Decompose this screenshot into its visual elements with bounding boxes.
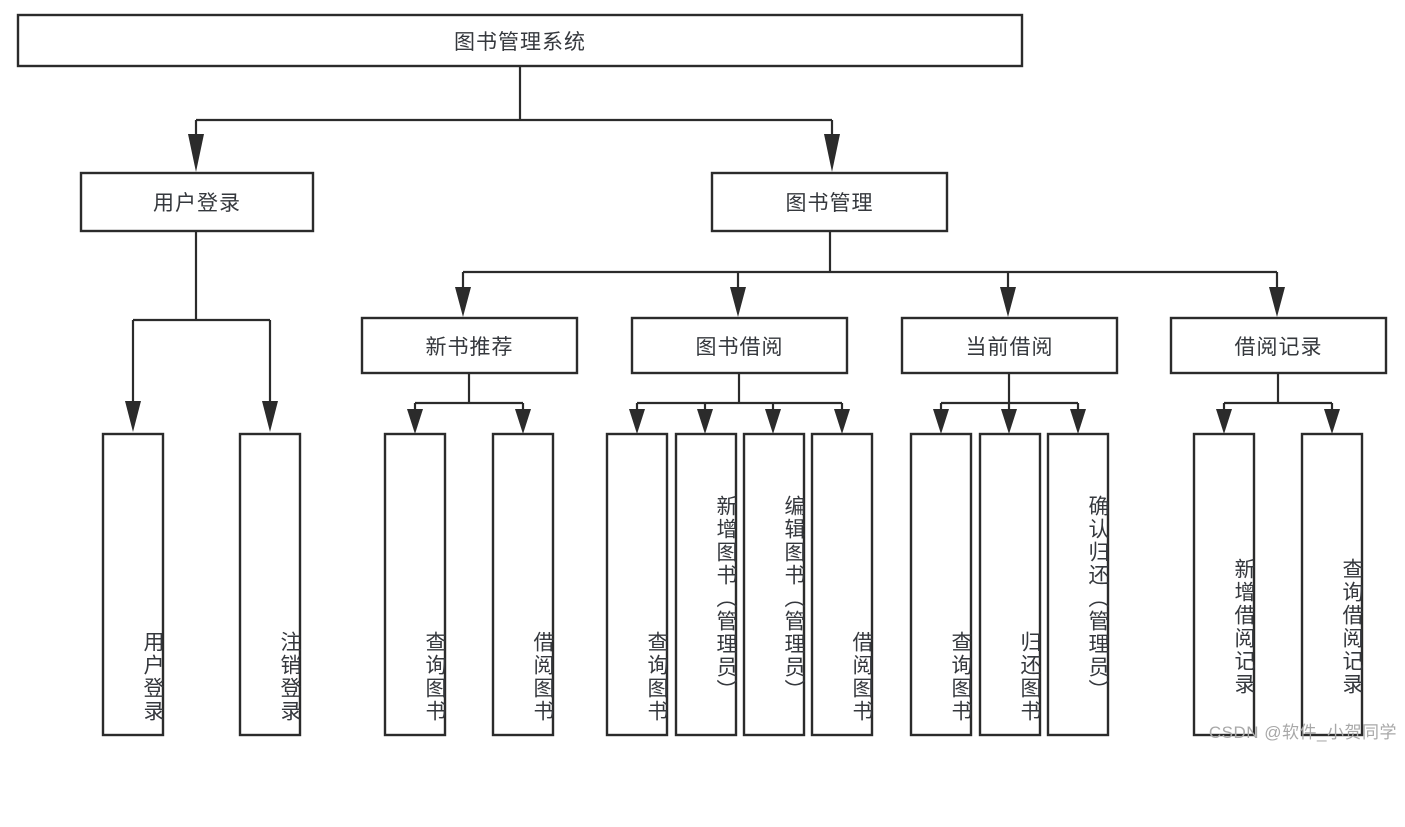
arrowhead-leaf-bookborrow-1 xyxy=(629,409,645,434)
flowchart-svg xyxy=(16,13,1388,737)
leaf-box-newbook-2[interactable] xyxy=(491,432,555,737)
leaf-box-currentborrow-3[interactable] xyxy=(1046,432,1110,737)
node-new-book-recommend-box[interactable] xyxy=(360,316,579,375)
node-root-box[interactable] xyxy=(16,13,1024,68)
arrowhead-level3-3 xyxy=(1000,287,1016,317)
arrowhead-leaf-user-login-2 xyxy=(262,401,278,432)
arrowhead-level3-4 xyxy=(1269,287,1285,317)
leaf-box-bookborrow-4[interactable] xyxy=(810,432,874,737)
leaf-box-borrowrecord-1[interactable] xyxy=(1192,432,1256,737)
node-current-borrow-box[interactable] xyxy=(900,316,1119,375)
arrowhead-leaf-currentborrow-3 xyxy=(1070,409,1086,434)
arrowhead-leaf-bookborrow-2 xyxy=(697,409,713,434)
leaf-box-bookborrow-1[interactable] xyxy=(605,432,669,737)
arrowhead-leaf-bookborrow-3 xyxy=(765,409,781,434)
node-user-login-box[interactable] xyxy=(79,171,315,233)
arrowhead-leaf-borrowrecord-2 xyxy=(1324,409,1340,434)
arrowhead-leaf-currentborrow-1 xyxy=(933,409,949,434)
node-borrow-record-box[interactable] xyxy=(1169,316,1388,375)
csdn-watermark: CSDN @软件_小贺同学 xyxy=(1208,723,1397,742)
arrowhead-leaf-newbook-2 xyxy=(515,409,531,434)
arrowhead-level3-1 xyxy=(455,287,471,317)
arrowhead-leaf-user-login-1 xyxy=(125,401,141,432)
arrowhead-leaf-bookborrow-4 xyxy=(834,409,850,434)
node-book-borrow-box[interactable] xyxy=(630,316,849,375)
leaf-box-newbook-1[interactable] xyxy=(383,432,447,737)
arrowhead-leaf-newbook-1 xyxy=(407,409,423,434)
leaf-box-currentborrow-1[interactable] xyxy=(909,432,973,737)
arrowhead-level3-2 xyxy=(730,287,746,317)
leaf-box-bookborrow-3[interactable] xyxy=(742,432,806,737)
node-book-management-box[interactable] xyxy=(710,171,949,233)
leaf-box-user-login-1[interactable] xyxy=(101,432,165,737)
arrowhead-book-mgmt xyxy=(824,134,840,172)
leaf-box-borrowrecord-2[interactable] xyxy=(1300,432,1364,737)
leaf-box-currentborrow-2[interactable] xyxy=(978,432,1042,737)
arrowhead-leaf-borrowrecord-1 xyxy=(1216,409,1232,434)
arrowhead-user-login xyxy=(188,134,204,172)
arrowhead-leaf-currentborrow-2 xyxy=(1001,409,1017,434)
leaf-box-user-login-2[interactable] xyxy=(238,432,302,737)
leaf-box-bookborrow-2[interactable] xyxy=(674,432,738,737)
diagram-canvas: 图书管理系统 用户登录 图书管理 新书推荐 图书借阅 当前借阅 借阅记录 用户登… xyxy=(16,13,1397,742)
